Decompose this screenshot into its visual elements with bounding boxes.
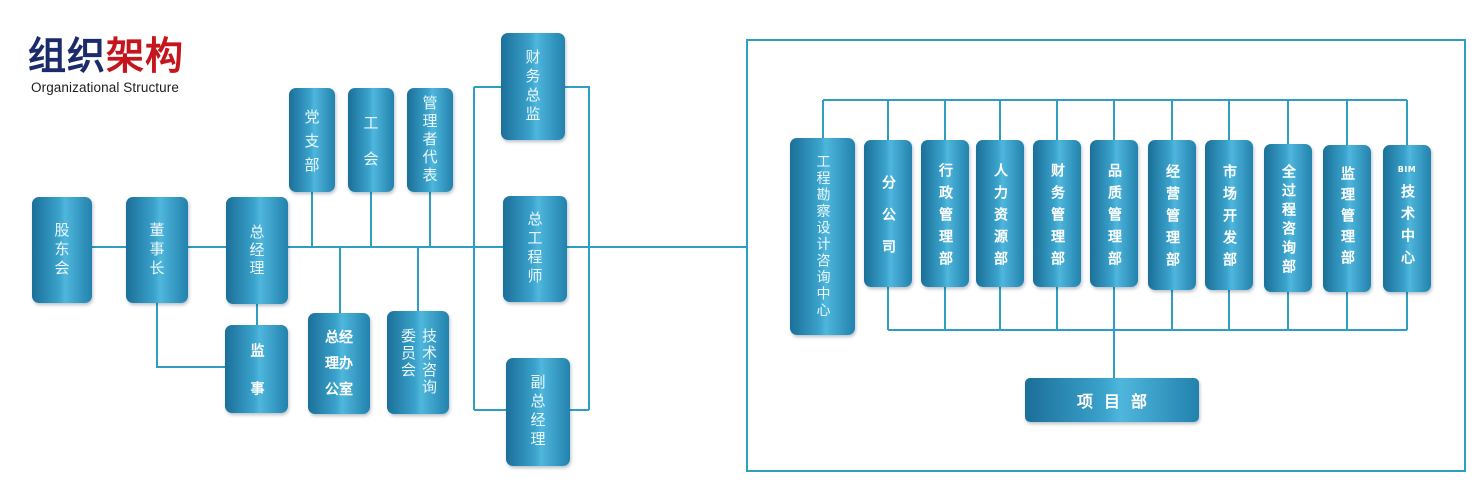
node-label: 副总经理 <box>528 374 547 450</box>
dept-bim-tech-center: BIM 技术中心 <box>1383 145 1431 292</box>
dept-whole-process-consulting: 全过程咨询部 <box>1264 144 1312 292</box>
dept-finance: 财务管理部 <box>1033 140 1081 287</box>
dept-label: 分公司 <box>880 174 896 271</box>
dept-human-resources: 人力资源部 <box>976 140 1024 287</box>
node-label: 技术咨询委员会 <box>399 327 438 396</box>
line-chairman-supervisor <box>156 303 226 368</box>
chart-subtitle: Organizational Structure <box>31 80 179 95</box>
node-union: 工会 <box>348 88 394 192</box>
dept-label: 经营管理部 <box>1164 164 1180 274</box>
node-label: 总经理 <box>247 223 266 278</box>
dept-operations: 经营管理部 <box>1148 140 1196 290</box>
node-label: 监事 <box>248 343 265 419</box>
node-label: 工会 <box>361 114 380 187</box>
line-bottom-drops <box>887 287 1408 330</box>
dept-engineering-center: 工程勘察设计咨询中心 <box>790 138 855 335</box>
node-chairman: 董事长 <box>126 197 188 303</box>
node-label: 党支部 <box>302 108 321 181</box>
department-frame <box>746 39 1466 472</box>
node-party-branch: 党支部 <box>289 88 335 192</box>
node-label: 管理者代表 <box>420 95 439 185</box>
dept-administration: 行政管理部 <box>921 140 969 287</box>
node-label: 总工程师 <box>525 211 544 287</box>
dept-project: 项目部 <box>1025 378 1199 422</box>
node-label: 财务总监 <box>523 48 542 125</box>
node-shareholders: 股东会 <box>32 197 92 303</box>
dept-branch-company: 分公司 <box>864 140 912 287</box>
dept-label: 技术中心 <box>1399 184 1415 272</box>
line-top-drops <box>822 100 1408 145</box>
dept-market-development: 市场开发部 <box>1205 140 1253 290</box>
node-gm-office: 总经理办公室 <box>308 313 370 414</box>
title-part-red: 架构 <box>106 33 185 78</box>
dept-label: 市场开发部 <box>1221 164 1237 274</box>
dept-label-prefix: BIM <box>1397 165 1417 174</box>
node-supervisor: 监事 <box>225 325 288 419</box>
node-management-rep: 管理者代表 <box>407 88 453 192</box>
node-label: 董事长 <box>147 221 166 279</box>
node-tech-committee: 技术咨询委员会 <box>387 311 449 414</box>
node-label: 总经理办公室 <box>325 329 353 398</box>
node-chief-engineer: 总工程师 <box>503 196 567 302</box>
node-deputy-gm: 副总经理 <box>506 358 570 466</box>
dept-label: 人力资源部 <box>992 162 1008 273</box>
dept-label: 项目部 <box>1076 392 1158 411</box>
dept-supervision: 监理管理部 <box>1323 145 1371 292</box>
dept-label: 工程勘察设计咨询中心 <box>814 154 831 319</box>
chart-title: 组织架构 <box>28 34 184 78</box>
node-finance-director: 财务总监 <box>501 33 565 140</box>
dept-label: 财务管理部 <box>1049 162 1065 273</box>
dept-label: 监理管理部 <box>1339 166 1355 271</box>
dept-label: 行政管理部 <box>937 162 953 273</box>
title-part-dark: 组织 <box>28 33 107 78</box>
node-general-manager: 总经理 <box>226 197 288 304</box>
dept-quality: 品质管理部 <box>1090 140 1138 287</box>
dept-label: 品质管理部 <box>1106 162 1122 273</box>
dept-label: 全过程咨询部 <box>1280 163 1296 278</box>
node-label: 股东会 <box>52 221 71 279</box>
